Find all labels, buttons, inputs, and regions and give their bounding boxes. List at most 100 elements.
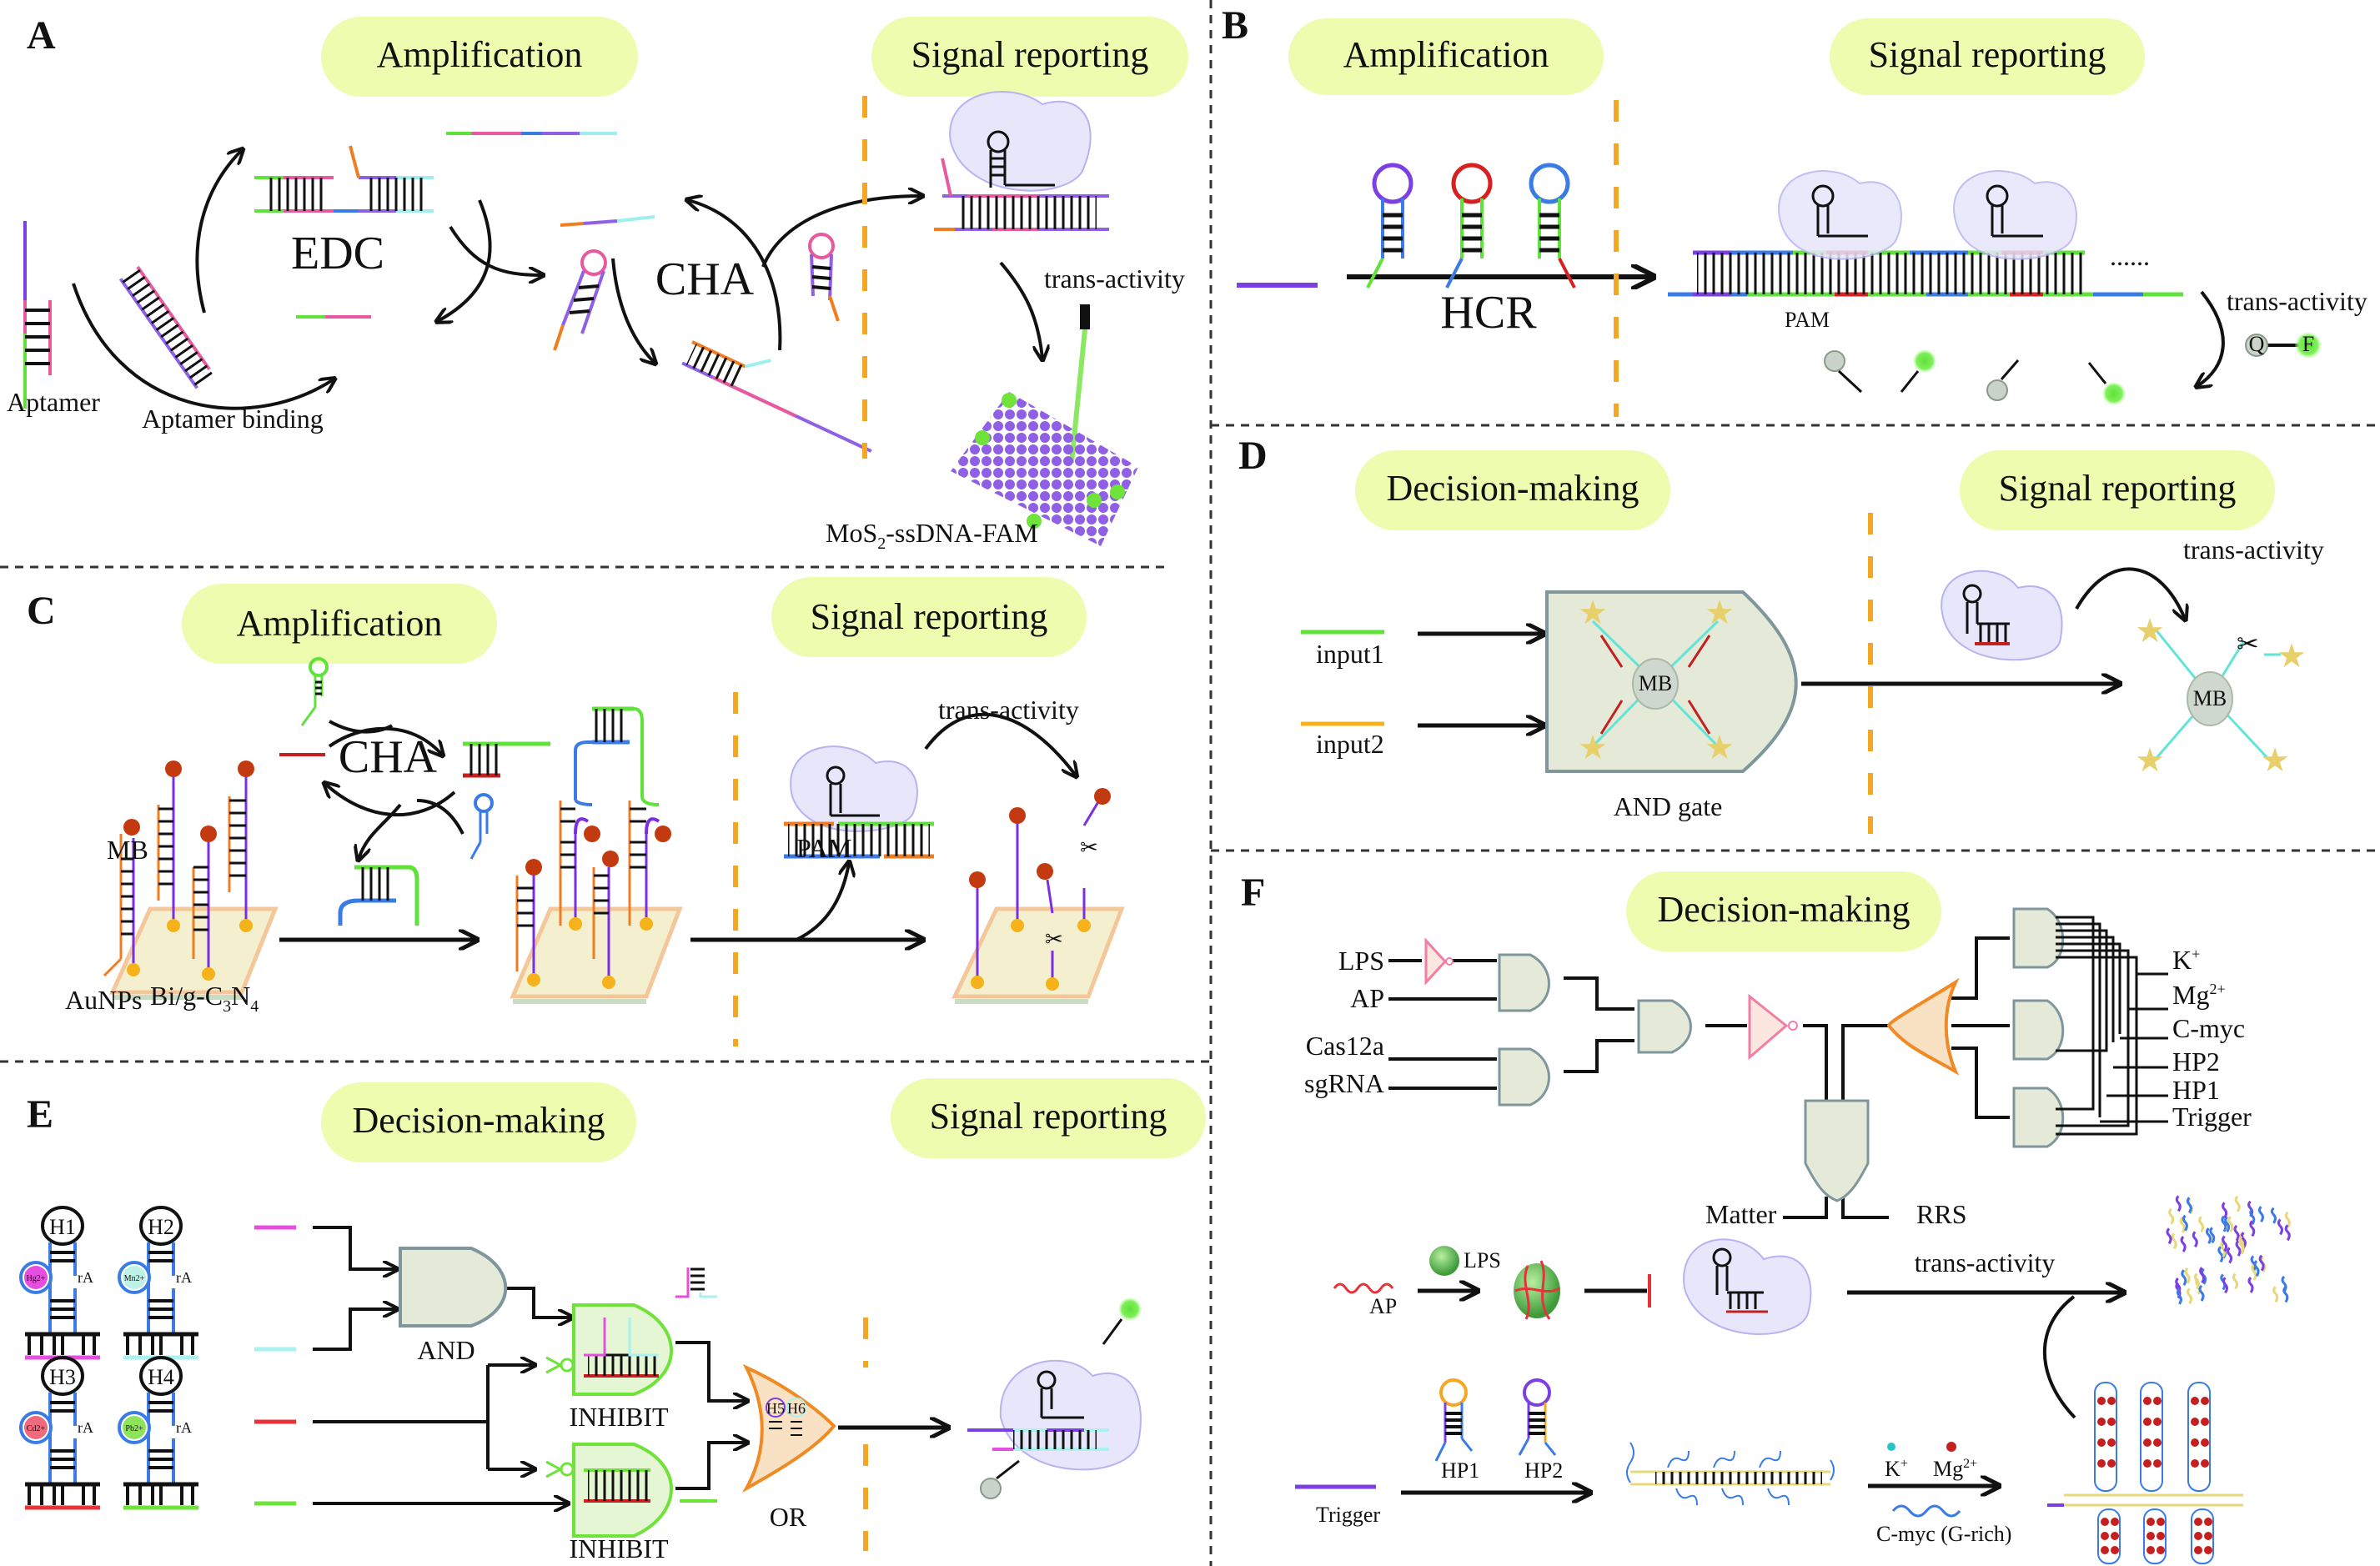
input2-label: input2 bbox=[1316, 729, 1384, 759]
fragment bbox=[2184, 1267, 2191, 1284]
fragment bbox=[2168, 1207, 2175, 1225]
fragment bbox=[2247, 1276, 2254, 1293]
reporter-cleaved-icon bbox=[1824, 349, 2126, 405]
output-matter-label: Matter bbox=[1705, 1199, 1777, 1229]
phase-pill-decision-d bbox=[1355, 450, 1670, 530]
trans-activity-label-a: trans-activity bbox=[1044, 264, 1185, 294]
scissors-icon: ✂ bbox=[2237, 629, 2259, 659]
hcr-product-icon: ...... bbox=[1668, 170, 2183, 297]
cas12a-complex-c-icon bbox=[784, 745, 934, 859]
trigger-label-f: Trigger bbox=[1316, 1503, 1380, 1527]
mb-label-c: MB bbox=[107, 835, 148, 865]
output-rrs-label: RRS bbox=[1916, 1199, 1966, 1229]
and-gate-f1 bbox=[1498, 953, 1550, 1012]
phase-label-amplification-c: Amplification bbox=[237, 603, 443, 644]
substrate-hybridized-icon bbox=[510, 706, 683, 1004]
edc-arrow-down bbox=[438, 199, 492, 321]
star-icon: ★ bbox=[1705, 594, 1735, 631]
logic-input-trigger: Trigger bbox=[2172, 1102, 2252, 1132]
ion-label: Pb2+ bbox=[125, 1424, 143, 1433]
fragment bbox=[2182, 1214, 2188, 1232]
and-gate-f7 bbox=[2012, 1087, 2065, 1148]
cas12a-complex-d-icon bbox=[1941, 570, 2063, 661]
logic-bus-f bbox=[2056, 916, 2168, 1136]
and-gate-f3 bbox=[1637, 999, 1692, 1054]
phase-label-signal-e: Signal reporting bbox=[930, 1096, 1167, 1137]
fragment bbox=[2284, 1224, 2291, 1242]
edc-duplex-icon bbox=[254, 145, 434, 213]
ra-label: rA bbox=[176, 1419, 192, 1436]
star-icon: ★ bbox=[2135, 612, 2165, 650]
cmyc-strand-icon bbox=[1891, 1504, 1961, 1518]
and-gate-label-d: AND gate bbox=[1614, 791, 1723, 821]
fragment bbox=[2251, 1263, 2257, 1281]
star-icon: ★ bbox=[2277, 637, 2307, 675]
trans-activity-label-f: trans-activity bbox=[1915, 1247, 2056, 1277]
fragment bbox=[2179, 1216, 2186, 1233]
hairpin-name: H2 bbox=[148, 1215, 174, 1239]
substrate-cleaved-icon: ✂ ✂ bbox=[951, 788, 1125, 1004]
fragment bbox=[2199, 1267, 2206, 1284]
or-gate-e: H5 H6 bbox=[741, 1363, 836, 1493]
continuation-dots: ...... bbox=[2110, 241, 2150, 271]
fragment bbox=[2222, 1235, 2228, 1252]
edc-label: EDC bbox=[291, 228, 384, 279]
fragment bbox=[2221, 1215, 2227, 1232]
panel-letter-f: F bbox=[1241, 871, 1265, 915]
hairpin-name: H1 bbox=[49, 1215, 76, 1239]
svg-text:F: F bbox=[2302, 332, 2314, 356]
cmyc-label-f: C-myc (G-rich) bbox=[1876, 1522, 2011, 1546]
fragment bbox=[2272, 1286, 2279, 1303]
inhibit-label-1: INHIBIT bbox=[569, 1402, 669, 1432]
panel-e: E Decision-making Signal reporting H1Hg2… bbox=[19, 1078, 1206, 1563]
ra-label: rA bbox=[78, 1269, 93, 1286]
aptamer-strand-icon bbox=[23, 221, 52, 409]
hp1-label-f: HP1 bbox=[1441, 1458, 1479, 1483]
fragment bbox=[2166, 1227, 2172, 1245]
logic-input-hp1: HP1 bbox=[2172, 1075, 2220, 1105]
ion-label: Mn2+ bbox=[124, 1274, 145, 1283]
trans-activity-arrow-a bbox=[999, 261, 1042, 359]
fragment bbox=[2222, 1277, 2228, 1294]
lps-label-f: LPS bbox=[1464, 1248, 1501, 1272]
lps-ap-complex-icon bbox=[1514, 1260, 1560, 1320]
fragment bbox=[2227, 1247, 2233, 1264]
cleaved-reporter-fragments bbox=[2166, 1195, 2291, 1305]
phase-pill-amplification bbox=[321, 17, 638, 97]
logic-wiring-f bbox=[1388, 936, 2010, 1219]
or-gate-f bbox=[1886, 977, 1960, 1076]
substrate-initial-icon bbox=[103, 760, 279, 1000]
cha-arrow-down bbox=[611, 258, 655, 363]
phase-pill-amplification-c bbox=[182, 584, 497, 664]
fragment bbox=[2217, 1246, 2224, 1263]
inhibit-gate-1 bbox=[545, 1303, 673, 1396]
ap-label-f: AP bbox=[1369, 1294, 1397, 1318]
fragment bbox=[2198, 1216, 2205, 1233]
phase-label-signal: Signal reporting bbox=[911, 34, 1149, 75]
reporter-cleaved-e-icon bbox=[980, 1297, 1142, 1499]
mb-label-d: MB bbox=[1639, 671, 1672, 695]
release-arrow-c bbox=[796, 863, 849, 941]
panel-d: D Decision-making Signal reporting input… bbox=[1238, 434, 2324, 834]
not-gate-2 bbox=[1748, 993, 1798, 1061]
edc-arrow-up bbox=[195, 150, 242, 314]
not-gate-1 bbox=[1424, 937, 1454, 986]
inhibit-gate-2 bbox=[545, 1443, 673, 1538]
fragment bbox=[2240, 1232, 2247, 1249]
edc-arrow-right bbox=[449, 225, 542, 275]
substrate-label: Bi/g-C3N4 bbox=[150, 981, 259, 1016]
fragment bbox=[2232, 1272, 2239, 1290]
cleaved-mb-icon: MB ★ ★ ★ ★ ✂ bbox=[2135, 612, 2307, 779]
reporter-intact-icon: Q F bbox=[2245, 332, 2322, 359]
phase-pill-decision-e bbox=[321, 1082, 636, 1162]
fragment bbox=[2257, 1206, 2264, 1222]
phase-pill-signal-e bbox=[891, 1078, 1206, 1158]
scissors-icon: ✂ bbox=[1080, 836, 1098, 860]
cha-cycle-c: CHA bbox=[279, 657, 550, 926]
panel-letter-b: B bbox=[1222, 3, 1248, 48]
